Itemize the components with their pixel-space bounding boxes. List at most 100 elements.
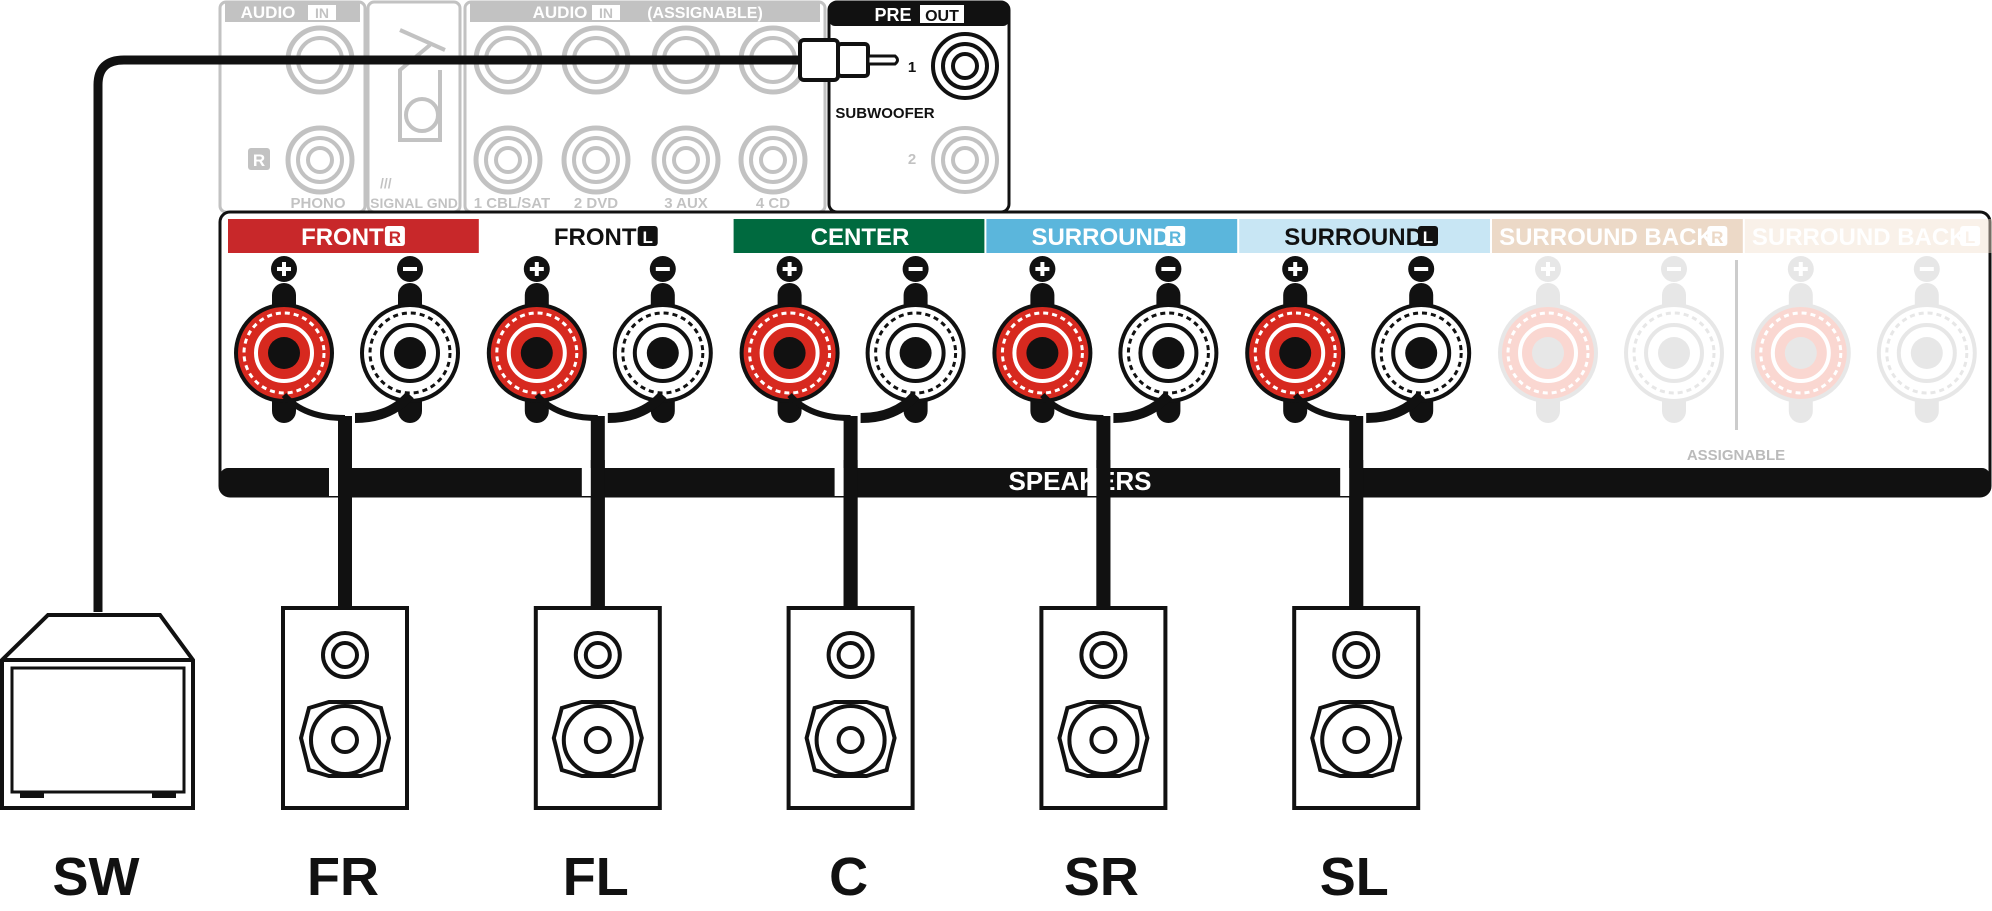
- terminal-front-r: FRONT R: [228, 219, 479, 606]
- audio-in-assignable-label: AUDIO: [533, 3, 588, 22]
- speaker-sr: SR: [1039, 606, 1168, 907]
- out-badge: OUT: [925, 8, 959, 25]
- input-phono: PHONO: [290, 195, 345, 212]
- terminal-header: [1239, 219, 1490, 253]
- input-aux: 3 AUX: [664, 195, 708, 212]
- speaker-sl: SL: [1292, 606, 1421, 907]
- terminal-badge-box: [637, 226, 658, 246]
- positive-terminal[interactable]: [992, 256, 1093, 423]
- tweeter-icon: [826, 631, 875, 679]
- audio-in-panel: AUDIO IN R PHONO /// SIGNAL GND AUDIO IN…: [218, 0, 827, 214]
- pre-label: PRE: [874, 5, 911, 25]
- terminal-name: CENTER: [811, 224, 910, 251]
- input-cbl-sat: 1 CBL/SAT: [474, 195, 550, 212]
- positive-terminal[interactable]: [1750, 256, 1851, 423]
- assignable-paren: (ASSIGNABLE): [647, 5, 763, 22]
- rca-plug: [798, 38, 840, 82]
- speaker-label: SR: [1064, 847, 1139, 907]
- terminal-name: SURROUND: [1284, 224, 1423, 251]
- negative-terminal[interactable]: [1118, 256, 1219, 423]
- speaker-units: FR FL C SR SL: [281, 606, 1421, 907]
- subwoofer-jack-1[interactable]: [931, 32, 999, 100]
- speaker-label: FR: [307, 847, 379, 907]
- terminal-badge: R: [1711, 228, 1723, 247]
- positive-terminal[interactable]: [1498, 256, 1598, 423]
- input-dvd: 2 DVD: [574, 195, 618, 212]
- tweeter-icon: [1079, 631, 1128, 679]
- subwoofer-jack-2[interactable]: [931, 126, 999, 194]
- terminal-badge: R: [1169, 228, 1181, 247]
- subwoofer-unit: [0, 613, 195, 810]
- ground-icon: ///: [380, 175, 392, 191]
- terminal-header: [480, 219, 732, 253]
- speaker-c: C: [786, 606, 915, 907]
- terminal-badge-box: [1418, 226, 1438, 246]
- plus-icon: [1787, 256, 1814, 282]
- tweeter-icon: [573, 631, 622, 679]
- terminal-header: [1744, 219, 1992, 253]
- positive-terminal[interactable]: [486, 256, 587, 423]
- in-badge: IN: [315, 5, 329, 21]
- in-badge-assignable: IN: [599, 5, 613, 21]
- woofer-icon: [298, 700, 392, 778]
- terminal-name: SURROUND: [1031, 224, 1170, 251]
- terminal-badge-box: [1165, 226, 1186, 246]
- terminal-badge: L: [1965, 228, 1975, 247]
- pre-out-panel: PRE OUT 1 SUBWOOFER 2: [827, 0, 1011, 214]
- terminal-badge: L: [1423, 228, 1433, 247]
- audio-in-label: AUDIO: [241, 3, 296, 22]
- terminal-header: [733, 219, 985, 253]
- woofer-icon: [804, 700, 897, 778]
- speaker-label: FL: [563, 847, 629, 907]
- assignable-label: ASSIGNABLE: [1687, 447, 1785, 464]
- plus-icon: [1535, 256, 1561, 282]
- assignable-jacks: [473, 25, 808, 195]
- terminal-header: [228, 219, 479, 253]
- speaker-fl: FL: [533, 606, 662, 907]
- r-badge-audio: R: [253, 151, 265, 170]
- speaker-label-sw: SW: [53, 847, 140, 907]
- terminal-header: [986, 219, 1238, 253]
- woofer-icon: [551, 700, 644, 778]
- woofer-icon: [1310, 700, 1403, 778]
- minus-icon: [1661, 256, 1687, 282]
- positive-terminal[interactable]: [1245, 256, 1346, 423]
- terminal-badge: R: [389, 228, 401, 247]
- input-cd: 4 CD: [756, 195, 790, 212]
- terminal-badge-box: [1707, 226, 1728, 246]
- positive-terminal[interactable]: [739, 256, 840, 423]
- negative-terminal[interactable]: [1624, 256, 1724, 423]
- speaker-fr: FR: [281, 606, 409, 907]
- subwoofer-1-label: 1: [908, 59, 916, 76]
- subwoofer-label: SUBWOOFER: [835, 105, 934, 122]
- terminal-badge-box: [1960, 226, 1981, 246]
- negative-terminal[interactable]: [1876, 256, 1977, 423]
- terminal-center: CENTER: [733, 219, 985, 606]
- terminal-name: SURROUND BACK: [1499, 224, 1714, 251]
- signal-gnd-label: SIGNAL GND: [370, 195, 458, 211]
- terminal-badge-box: [384, 226, 405, 246]
- negative-terminal[interactable]: [360, 256, 460, 423]
- speakers-label: SPEAKERS: [1008, 466, 1151, 496]
- positive-terminal[interactable]: [234, 256, 334, 423]
- negative-terminal[interactable]: [865, 256, 966, 423]
- terminal-name: SURROUND BACK: [1752, 224, 1967, 251]
- negative-terminal[interactable]: [1371, 256, 1472, 423]
- terminal-header: [1492, 219, 1743, 253]
- woofer-icon: [1057, 700, 1150, 778]
- negative-terminal[interactable]: [612, 256, 713, 423]
- subwoofer-2-label: 2: [908, 151, 916, 168]
- terminal-name: FRONT: [301, 224, 384, 251]
- assignable-divider: [1735, 260, 1738, 430]
- tweeter-icon: [1332, 631, 1381, 679]
- terminal-badge: L: [643, 228, 653, 247]
- minus-icon: [1913, 256, 1940, 282]
- speaker-label: C: [829, 847, 868, 907]
- terminal-name: FRONT: [554, 224, 637, 251]
- tweeter-icon: [321, 631, 369, 679]
